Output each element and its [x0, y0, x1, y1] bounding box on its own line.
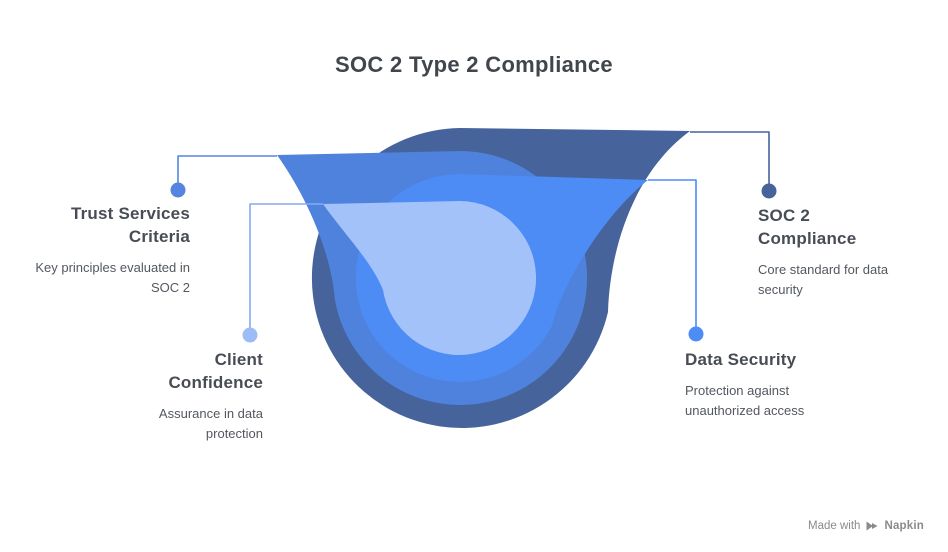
- soc2-connector-dot: [761, 183, 777, 199]
- callout-heading: Data Security: [685, 350, 797, 369]
- napkin-brand-label: Napkin: [884, 520, 924, 532]
- callout-data-security: Data Security Protection against unautho…: [685, 348, 853, 421]
- trust-connector-line: [177, 155, 277, 190]
- callout-heading: Trust Services Criteria: [70, 204, 190, 246]
- napkin-logo-icon: [865, 520, 879, 532]
- client-connector-dot: [242, 327, 258, 343]
- callout-body: Key principles evaluated in SOC 2: [35, 260, 190, 295]
- made-with-napkin-badge[interactable]: Made with Napkin: [808, 520, 924, 532]
- data-connector-line: [648, 179, 697, 334]
- callout-body: Assurance in data protection: [158, 406, 263, 441]
- callout-soc2-compliance: SOC 2 Compliance Core standard for data …: [758, 204, 926, 300]
- trust-connector-dot: [170, 182, 186, 198]
- callout-client-confidence: Client Confidence Assurance in data prot…: [131, 348, 263, 444]
- soc2-connector-line: [690, 131, 770, 191]
- client-connector-line: [249, 203, 323, 335]
- made-with-label: Made with: [808, 520, 861, 532]
- funnel-layer-client-confidence: [323, 201, 537, 355]
- callout-trust-services-criteria: Trust Services Criteria Key principles e…: [28, 202, 190, 298]
- data-connector-dot: [688, 326, 704, 342]
- page-title: SOC 2 Type 2 Compliance: [335, 52, 613, 77]
- callout-heading: SOC 2 Compliance: [758, 206, 857, 248]
- callout-body: Protection against unauthorized access: [685, 383, 805, 418]
- callout-body: Core standard for data security: [758, 262, 889, 297]
- callout-heading: Client Confidence: [168, 350, 263, 392]
